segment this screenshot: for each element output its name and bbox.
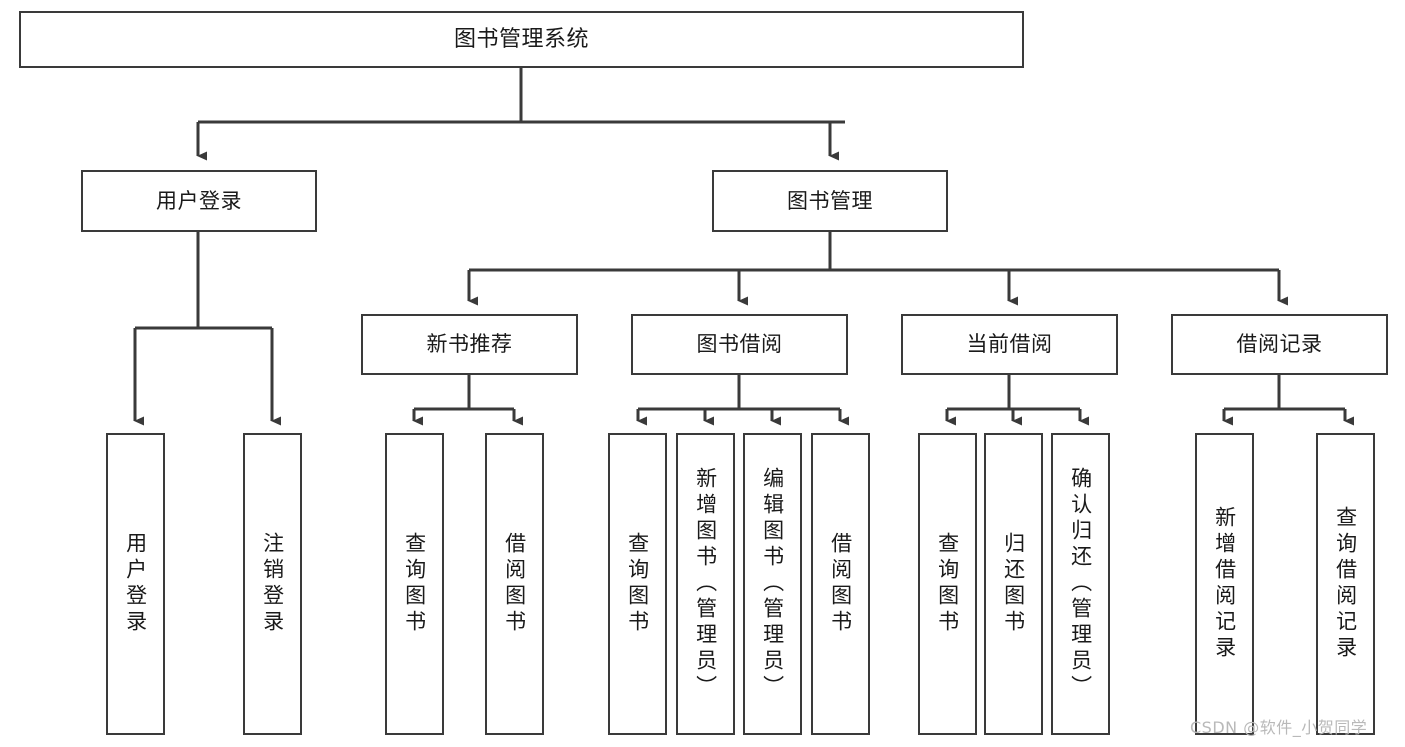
node-label: 编辑图书（管理员） — [760, 467, 785, 701]
csdn-watermark: CSDN @软件_小贺同学 — [1190, 718, 1368, 737]
node-user-login[interactable]: 用户登录 — [81, 170, 317, 232]
node-borrow-record[interactable]: 借阅记录 — [1171, 314, 1388, 375]
node-label: 查询图书 — [402, 532, 427, 636]
node-leaf-query-book-1[interactable]: 查询图书 — [385, 433, 444, 735]
node-leaf-add-book[interactable]: 新增图书（管理员） — [676, 433, 735, 735]
node-label: 查询图书 — [625, 532, 650, 636]
node-label: 新增图书（管理员） — [693, 467, 718, 701]
node-label: 当前借阅 — [966, 332, 1053, 357]
node-new-book-recommend[interactable]: 新书推荐 — [361, 314, 578, 375]
node-label: 查询图书 — [935, 532, 960, 636]
node-label: 确认归还（管理员） — [1068, 467, 1093, 701]
node-leaf-user-logout[interactable]: 注销登录 — [243, 433, 302, 735]
node-leaf-return-book[interactable]: 归还图书 — [984, 433, 1043, 735]
node-label: 图书借阅 — [696, 332, 783, 357]
node-root-system[interactable]: 图书管理系统 — [19, 11, 1024, 68]
node-leaf-edit-book[interactable]: 编辑图书（管理员） — [743, 433, 802, 735]
node-label: 用户登录 — [156, 188, 242, 213]
node-book-management[interactable]: 图书管理 — [712, 170, 948, 232]
node-book-borrow[interactable]: 图书借阅 — [631, 314, 848, 375]
node-leaf-borrow-book-1[interactable]: 借阅图书 — [485, 433, 544, 735]
node-leaf-confirm-return[interactable]: 确认归还（管理员） — [1051, 433, 1110, 735]
node-label: 新增借阅记录 — [1212, 506, 1237, 662]
node-leaf-borrow-book-2[interactable]: 借阅图书 — [811, 433, 870, 735]
node-leaf-add-record[interactable]: 新增借阅记录 — [1195, 433, 1254, 735]
node-label: 借阅记录 — [1236, 332, 1323, 357]
node-label: 借阅图书 — [828, 532, 853, 636]
node-label: 借阅图书 — [502, 532, 527, 636]
node-current-borrow[interactable]: 当前借阅 — [901, 314, 1118, 375]
node-leaf-query-book-3[interactable]: 查询图书 — [918, 433, 977, 735]
node-leaf-query-record[interactable]: 查询借阅记录 — [1316, 433, 1375, 735]
node-label: 归还图书 — [1001, 532, 1026, 636]
node-label: 新书推荐 — [426, 332, 513, 357]
node-label: 查询借阅记录 — [1333, 506, 1358, 662]
node-label: 注销登录 — [260, 532, 285, 636]
node-label: 用户登录 — [123, 532, 148, 636]
node-label: 图书管理系统 — [453, 26, 589, 52]
node-leaf-query-book-2[interactable]: 查询图书 — [608, 433, 667, 735]
node-leaf-user-login[interactable]: 用户登录 — [106, 433, 165, 735]
node-label: 图书管理 — [787, 188, 873, 213]
